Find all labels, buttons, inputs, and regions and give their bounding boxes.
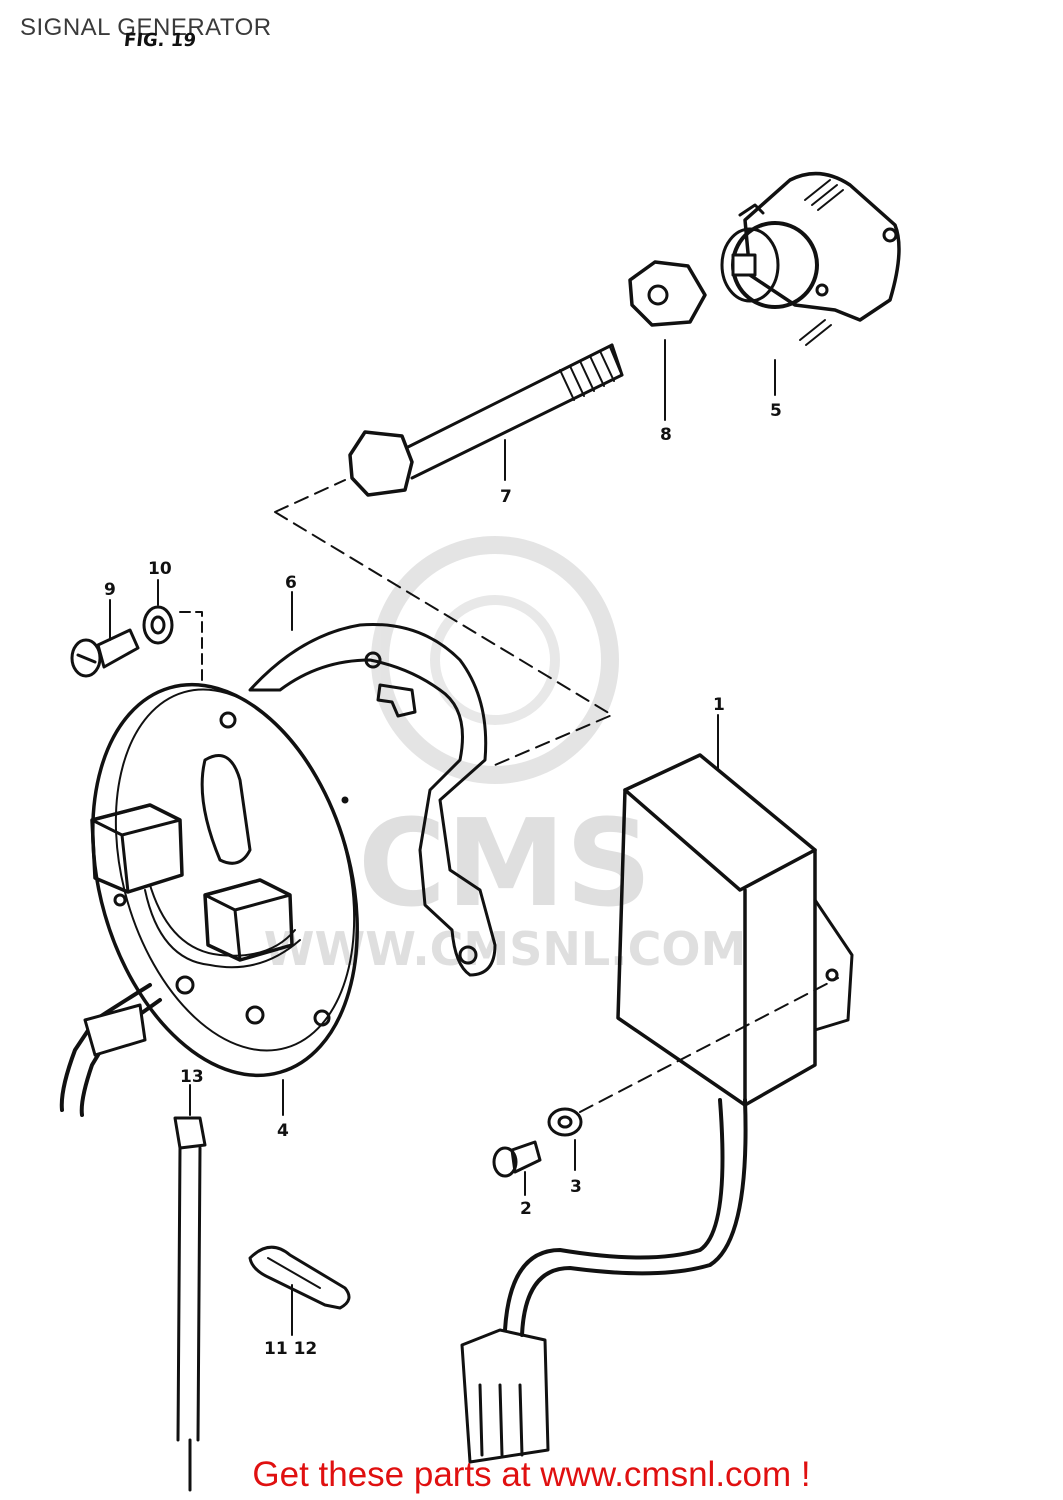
watermark-url: WWW.CMSNL.COM [264,922,747,976]
clamp-strip [173,1116,207,1492]
callout-5: 5 [770,401,782,421]
watermark-brand: CMS [358,795,652,934]
callout-1: 1 [713,695,725,715]
plate-bracket [248,622,497,977]
leader-lines [109,339,776,1336]
callout-9: 9 [104,580,116,600]
callout-3: 3 [570,1177,582,1197]
callout-2: 2 [520,1199,532,1219]
callout-13: 13 [180,1067,204,1087]
callout-10: 10 [148,559,172,579]
ignitor-unit [460,753,854,1464]
washer-small [142,605,203,686]
callout-6: 6 [285,573,297,593]
callout-4: 4 [277,1121,289,1141]
footer-promo-link[interactable]: Get these parts at www.cmsnl.com ! [252,1455,811,1494]
bolt [348,343,624,497]
page-title: SIGNAL GENERATOR [20,14,272,41]
callout-8: 8 [660,425,672,445]
washer [547,1107,583,1137]
screw-small [70,628,140,678]
callout-7: 7 [500,487,512,507]
stator-plate [59,682,359,1117]
clamp [248,1245,351,1310]
screw [492,1140,542,1178]
callout-11-12: 11 12 [264,1339,317,1359]
nut [628,260,707,327]
governor-assembly [720,171,901,346]
